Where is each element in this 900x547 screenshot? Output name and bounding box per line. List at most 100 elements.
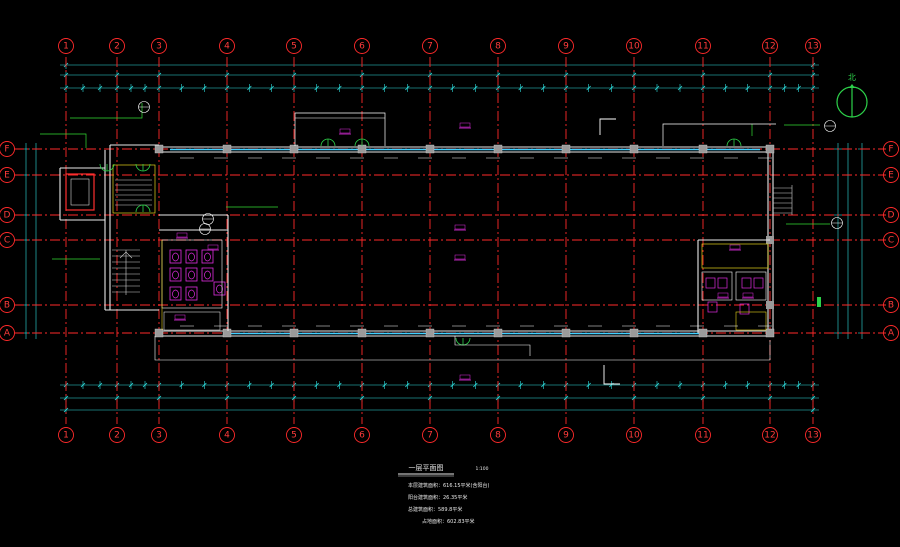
axis-bubble	[354, 38, 370, 54]
axis-bubble	[109, 38, 125, 54]
dim-tick	[810, 395, 816, 401]
axis-bubble	[626, 427, 642, 443]
axis-label-2: 2	[114, 42, 120, 52]
dim-tick	[142, 382, 148, 388]
apron-line	[154, 336, 771, 361]
toilet-bowl	[172, 252, 179, 262]
structural-column	[561, 144, 571, 154]
stat-line-1: 本层建筑面积：616.15平米(含阳台)	[408, 482, 489, 489]
entrance-platform	[294, 112, 386, 146]
dim-tick	[97, 382, 103, 388]
toilet-fixture-icon	[201, 249, 214, 264]
dim-tick	[405, 382, 410, 388]
toilet-stall	[185, 249, 198, 264]
structural-column	[425, 144, 435, 154]
dim-tick	[745, 85, 750, 91]
axis-label-D: D	[4, 211, 11, 221]
axis-label-9: 9	[563, 431, 569, 441]
door-swing-icon	[320, 138, 336, 147]
toilet-stall	[185, 267, 198, 282]
axis-bubble	[0, 207, 15, 223]
dim-tick	[473, 85, 478, 91]
axis-label-F: F	[888, 145, 893, 155]
toilet-stall	[169, 249, 182, 264]
toilet-fixture-icon	[753, 277, 764, 289]
axis-bubble	[219, 427, 235, 443]
structural-column	[698, 328, 708, 338]
door-arc	[462, 337, 471, 346]
structural-column	[765, 328, 775, 338]
axis-label-E: E	[888, 171, 894, 181]
tag-box	[729, 244, 741, 250]
tag-box	[459, 122, 471, 128]
door-swing-icon	[726, 138, 742, 147]
dim-tick	[269, 382, 274, 388]
structural-column	[561, 328, 571, 338]
dim-tick	[202, 85, 207, 91]
axis-label-3: 3	[156, 42, 162, 52]
leader-line	[40, 133, 87, 148]
axis-label-6: 6	[359, 42, 365, 52]
dim-tick	[796, 382, 801, 388]
dim-tick	[142, 85, 148, 91]
dim-tick	[179, 382, 184, 388]
axis-label-2: 2	[114, 431, 120, 441]
entrance-core	[70, 178, 90, 206]
axis-bubble	[422, 38, 438, 54]
axis-bubble	[883, 232, 899, 248]
dim-tick	[337, 85, 342, 91]
toilet-bowl	[216, 284, 223, 294]
tag-box	[339, 128, 351, 134]
dim-tick	[156, 395, 162, 401]
toilet-stall	[201, 267, 214, 282]
door-arc	[320, 138, 329, 147]
dim-tick	[63, 407, 69, 413]
toilet-stall	[169, 267, 182, 282]
axis-bubble	[695, 38, 711, 54]
tag-box	[454, 254, 466, 260]
toilet-fixture-icon	[717, 277, 728, 289]
dim-tick	[782, 85, 787, 91]
dim-tick	[677, 85, 683, 91]
room-tag	[717, 292, 729, 299]
dim-tick	[767, 395, 773, 401]
tag-box	[207, 244, 219, 250]
dim-tick	[609, 85, 614, 91]
axis-label-6: 6	[359, 431, 365, 441]
room-tag	[174, 314, 186, 321]
door-swing-icon	[99, 163, 115, 172]
dim-tick	[314, 85, 319, 91]
east-storage	[735, 311, 767, 331]
dim-tick	[202, 382, 207, 388]
dim-tick	[128, 382, 134, 388]
dim-tick	[337, 382, 342, 388]
door-arc	[733, 138, 742, 147]
axis-bubble	[883, 207, 899, 223]
toilet-fixture-icon	[169, 267, 182, 282]
structural-column	[154, 328, 164, 338]
toilet-fixture-icon	[739, 303, 750, 315]
axis-label-F: F	[4, 145, 9, 155]
axis-label-D: D	[888, 211, 895, 221]
structural-column	[766, 301, 774, 309]
structural-column	[289, 144, 299, 154]
axis-label-9: 9	[563, 42, 569, 52]
axis-label-E: E	[4, 171, 10, 181]
stair-icon	[112, 249, 140, 295]
east-room	[701, 243, 769, 269]
dim-tick	[586, 382, 591, 388]
dim-tick	[723, 85, 728, 91]
dim-tick	[247, 85, 252, 91]
toilet-fixture-icon	[213, 281, 226, 296]
section-marker	[599, 118, 616, 135]
axis-bubble	[286, 427, 302, 443]
axis-label-B: B	[888, 301, 894, 311]
dim-tick	[518, 382, 523, 388]
toilet-bowl	[188, 289, 195, 299]
dim-tick	[654, 382, 660, 388]
toilet-fixture-icon	[705, 277, 716, 289]
dim-tick	[382, 85, 387, 91]
door-arc	[455, 337, 464, 346]
axis-label-1: 1	[63, 42, 69, 52]
